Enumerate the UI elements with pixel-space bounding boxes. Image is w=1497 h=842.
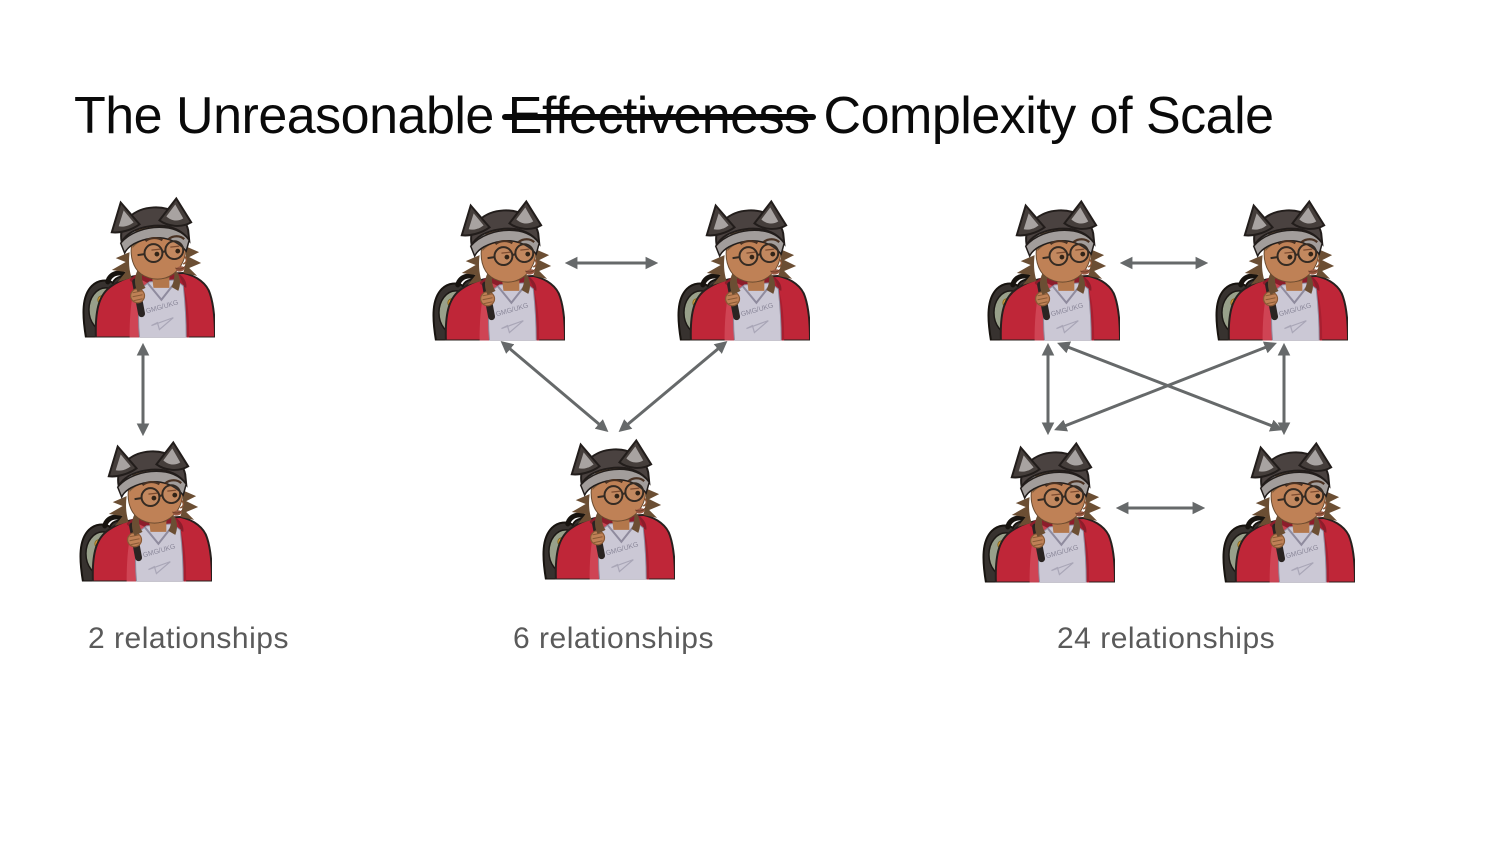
arrow-square-diagonal-trbl bbox=[1054, 341, 1277, 432]
title-struck-word: Effectiveness bbox=[501, 87, 816, 145]
person-avatar-pair-top bbox=[80, 196, 215, 338]
person-avatar-square-bottom-left bbox=[980, 441, 1115, 583]
arrow-square-diagonal-tlbr bbox=[1057, 341, 1283, 432]
person-avatar-pair-bottom bbox=[77, 440, 212, 582]
person-avatar-triangle-top-left bbox=[430, 199, 565, 341]
person-avatar-square-bottom-right bbox=[1220, 441, 1355, 583]
slide-title: The Unreasonable Effectiveness Complexit… bbox=[74, 86, 1274, 146]
person-avatar-square-top-left bbox=[985, 199, 1120, 341]
arrow-triangle-right-diagonal bbox=[618, 340, 728, 433]
title-suffix: Complexity of Scale bbox=[809, 87, 1275, 145]
person-avatar-square-top-right bbox=[1213, 199, 1348, 341]
title-prefix: The Unreasonable bbox=[74, 87, 508, 145]
relationship-count-label-pair: 2 relationships bbox=[88, 622, 289, 655]
arrow-triangle-left-diagonal bbox=[500, 340, 609, 433]
person-avatar-triangle-bottom bbox=[540, 438, 675, 580]
person-avatar-triangle-top-right bbox=[675, 199, 810, 341]
relationship-count-label-triangle: 6 relationships bbox=[513, 622, 714, 655]
relationship-count-label-square: 24 relationships bbox=[1057, 622, 1276, 655]
